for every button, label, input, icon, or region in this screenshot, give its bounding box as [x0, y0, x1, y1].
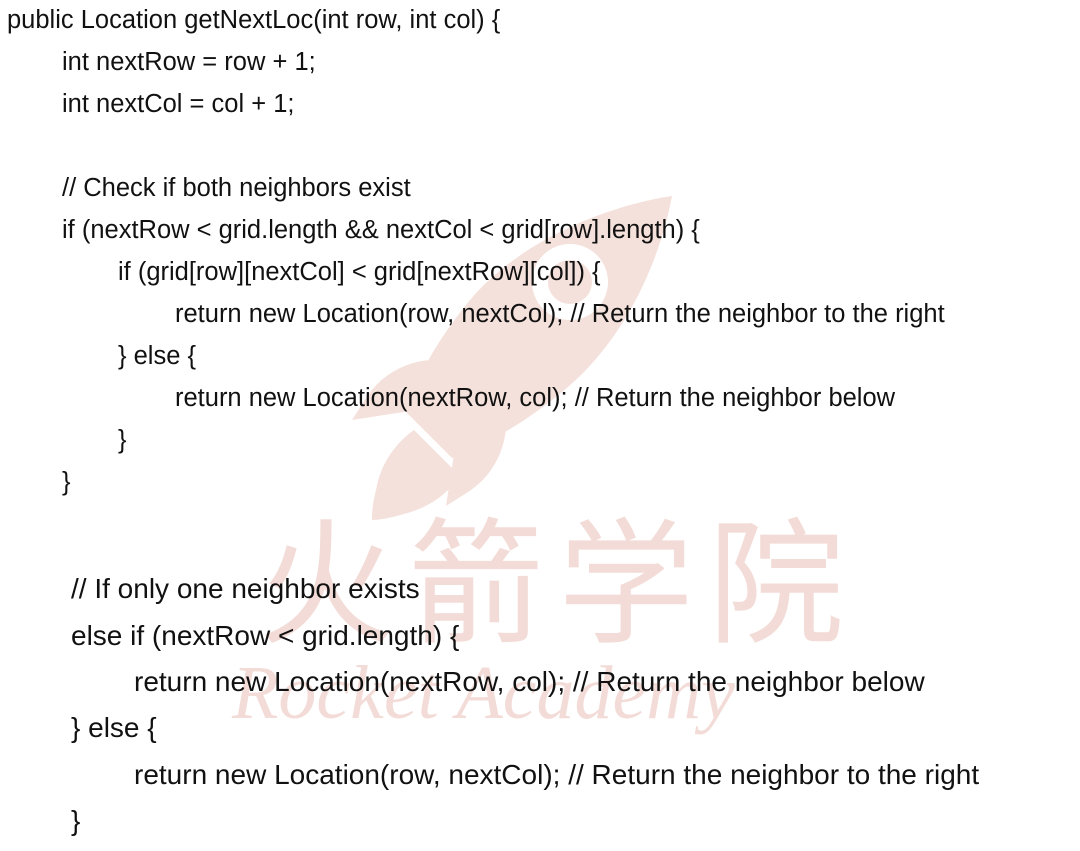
code-line-14: return new Location(nextRow, col); // Re… [134, 666, 925, 697]
code-line-11: } [62, 468, 71, 496]
code-line-12: // If only one neighbor exists [71, 573, 420, 604]
code-line-9: return new Location(nextRow, col); // Re… [175, 384, 896, 412]
code-line-2: int nextRow = row + 1; [62, 48, 316, 76]
code-line-16: return new Location(row, nextCol); // Re… [134, 759, 980, 790]
code-line-17: } [71, 805, 81, 836]
code-line-13: else if (nextRow < grid.length) { [71, 620, 460, 651]
code-line-7: return new Location(row, nextCol); // Re… [175, 300, 945, 328]
code-line-15: } else { [71, 712, 157, 743]
code-line-4: // Check if both neighbors exist [62, 174, 411, 202]
code-line-8: } else { [118, 342, 196, 370]
code-line-3: int nextCol = col + 1; [62, 90, 295, 118]
code-line-5: if (nextRow < grid.length && nextCol < g… [62, 216, 700, 244]
code-line-6: if (grid[row][nextCol] < grid[nextRow][c… [118, 258, 601, 286]
code-line-1: public Location getNextLoc(int row, int … [7, 6, 501, 34]
code-line-10: } [118, 426, 127, 454]
